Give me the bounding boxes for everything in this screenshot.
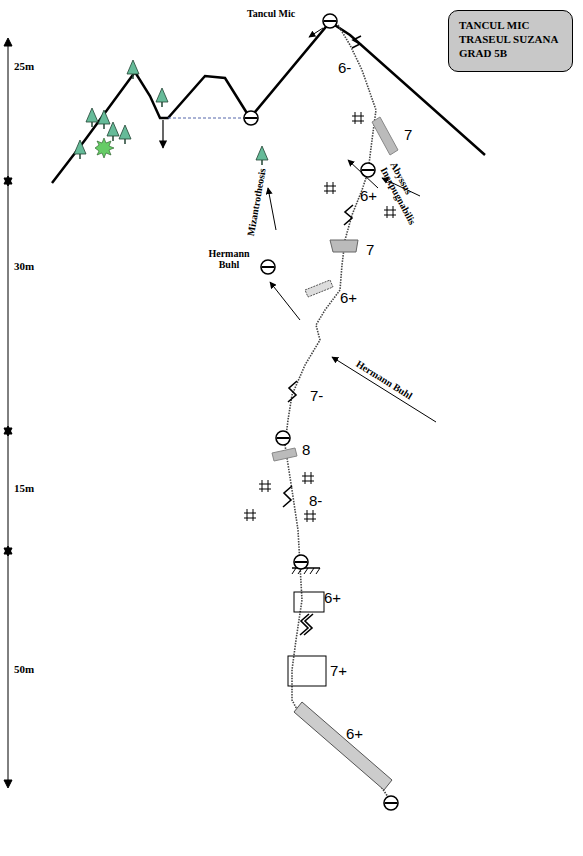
height-label: 25m <box>14 60 34 72</box>
height-label: 15m <box>14 482 34 494</box>
ridge-line <box>52 22 485 183</box>
route-name: Mizantrotheosis <box>245 167 268 237</box>
scale-axis <box>4 38 12 788</box>
route-line <box>285 25 390 800</box>
hash-symbols <box>244 112 396 522</box>
route-name: Abyssus Inexpugnabilis <box>379 160 431 232</box>
height-label: 50m <box>14 663 34 675</box>
title-box: TANCUL MIC TRASEUL SUZANA GRAD 5B <box>448 10 573 72</box>
summit-name: Tancul Mic <box>247 8 295 19</box>
belay-symbols <box>244 14 398 810</box>
crack-symbols <box>283 36 361 635</box>
grade-label: 6- <box>338 60 351 77</box>
height-label: 30m <box>14 260 34 272</box>
grade-label: 8 <box>302 442 310 459</box>
grade-label: 6+ <box>340 290 357 307</box>
bush <box>95 138 114 158</box>
route-name: Hermann Buhl <box>354 358 414 401</box>
trees <box>74 60 268 165</box>
grade-label: 6+ <box>346 726 363 743</box>
route-name: Hermann Buhl <box>200 248 258 270</box>
grade-label: 6+ <box>360 188 377 205</box>
grade-label: 7- <box>310 388 323 405</box>
descent-arrow <box>162 120 163 148</box>
title-text: TANCUL MIC TRASEUL SUZANA GRAD 5B <box>459 19 562 60</box>
rappel-line <box>168 118 250 119</box>
grade-label: 7+ <box>330 663 347 680</box>
grade-label: 8- <box>309 493 322 510</box>
arrows <box>268 28 436 422</box>
rock-features <box>272 117 398 790</box>
grade-label: 7 <box>366 242 374 259</box>
grade-label: 6+ <box>324 590 341 607</box>
grade-label: 7 <box>404 127 412 144</box>
